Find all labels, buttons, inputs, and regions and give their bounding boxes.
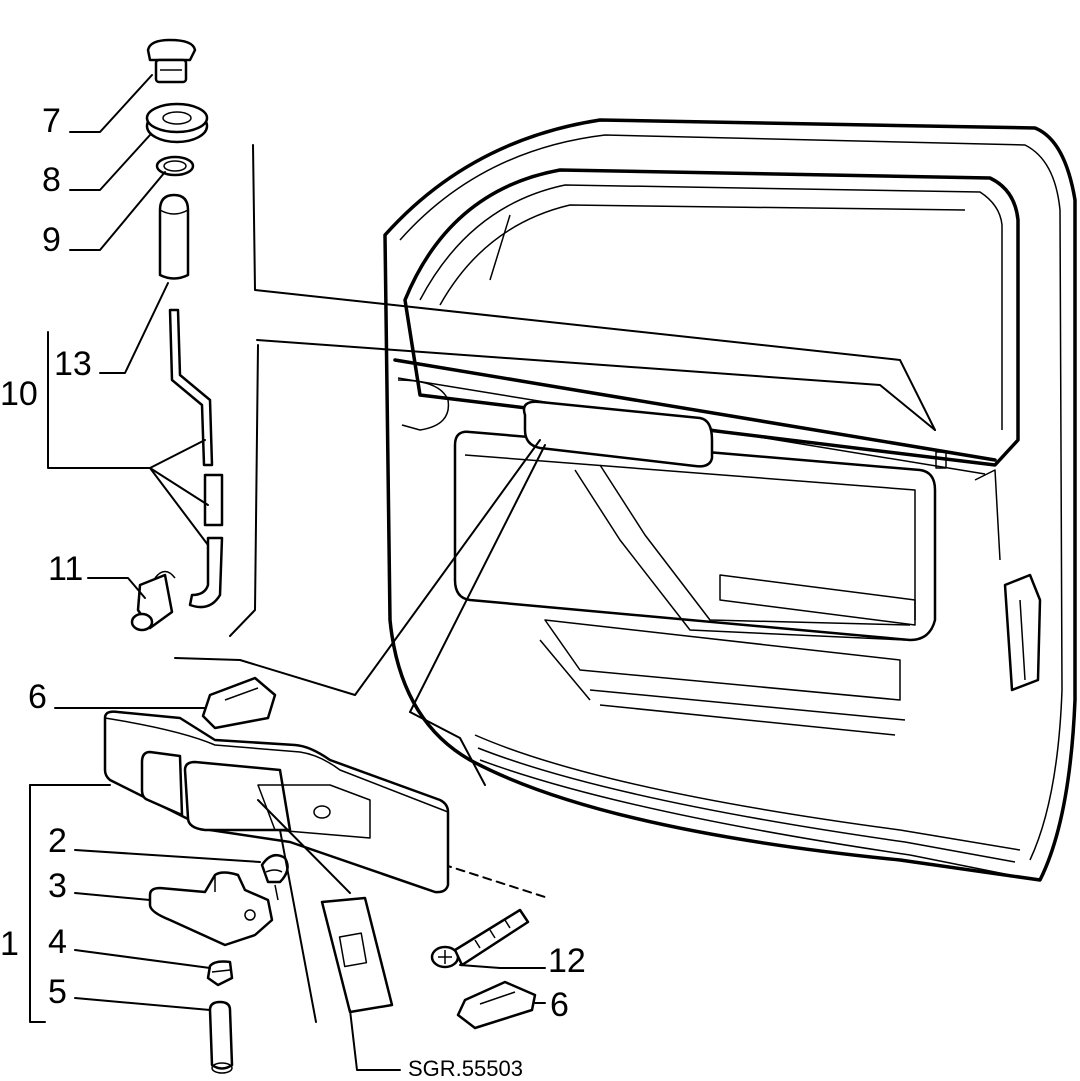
label-part-8: 8	[42, 161, 61, 199]
part-4-small-spring	[206, 960, 234, 987]
part-12-screw	[430, 908, 530, 969]
label-part-5: 5	[48, 973, 67, 1011]
callout-leaders	[29, 74, 546, 1071]
label-part-4: 4	[48, 923, 67, 961]
reference-plate	[320, 896, 394, 1014]
part-7-lock-button-cap	[146, 38, 197, 84]
part-6-top-retaining-clip	[201, 676, 277, 730]
label-part-11: 11	[48, 550, 83, 588]
label-part-2: 2	[48, 822, 67, 860]
label-part-13: 13	[54, 345, 92, 383]
car-door-illustration	[383, 118, 1077, 882]
part-5-pin	[208, 1000, 234, 1074]
part-11-rod-clip	[130, 570, 176, 632]
label-part-6-top: 6	[28, 678, 47, 716]
part-6-bottom-retaining-clip	[456, 980, 537, 1030]
label-part-1: 1	[0, 925, 19, 963]
label-part-7: 7	[42, 102, 61, 140]
label-part-10: 10	[0, 375, 38, 413]
part-number-labels: 7 8 9 13 10 11 6 2 3 1 4 5 12 6 SGR.5550…	[0, 102, 586, 1081]
part-1-handle-housing	[103, 710, 450, 894]
part-9-ring	[155, 155, 195, 177]
label-part-9: 9	[42, 221, 61, 259]
reference-code: SGR.55503	[408, 1056, 523, 1081]
label-part-12: 12	[548, 942, 586, 980]
part-8-grommet	[145, 102, 209, 144]
part-2-spring	[260, 853, 289, 901]
leader-lines	[174, 144, 936, 898]
part-13-rod-sleeve	[158, 193, 190, 280]
part-3-lever	[148, 871, 274, 947]
label-part-6-bottom: 6	[550, 986, 569, 1024]
part-10-control-rod	[168, 308, 224, 609]
label-part-3: 3	[48, 867, 67, 905]
